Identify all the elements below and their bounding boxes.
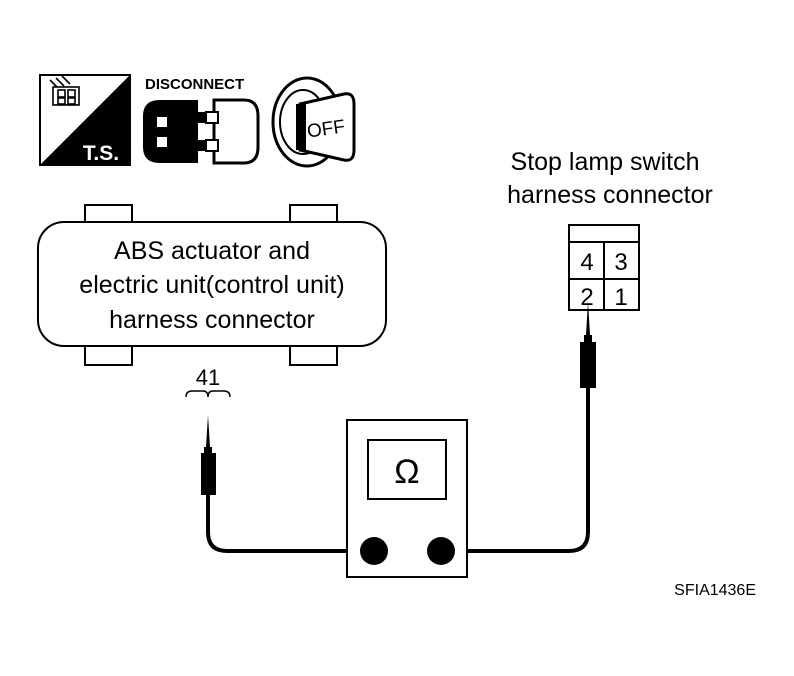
- abs-connector-label-line2: electric unit(control unit): [79, 271, 344, 299]
- left-test-probe: [201, 415, 372, 553]
- stop-lamp-label-line2: harness connector: [507, 181, 713, 209]
- abs-connector-label-line1: ABS actuator and: [114, 237, 310, 265]
- stop-lamp-connector: Stop lamp switch harness connector 4 3 2…: [507, 148, 713, 311]
- meter-terminal-left: [360, 537, 388, 565]
- pin-3: 3: [614, 249, 627, 276]
- connector-disconnect-icon: DISCONNECT: [143, 76, 260, 165]
- abs-connector-label-line3: harness connector: [109, 306, 315, 334]
- ohm-symbol: Ω: [394, 453, 419, 491]
- figure-code: SFIA1436E: [674, 582, 756, 599]
- trouble-diagnosis-icon: T.S.: [39, 74, 131, 166]
- terminal-41-label: 41: [196, 365, 220, 390]
- ohmmeter-icon: Ω: [346, 419, 468, 578]
- off-label: OFF: [306, 116, 347, 142]
- ignition-key-off-icon: OFF: [271, 76, 356, 168]
- pin-4: 4: [580, 249, 593, 276]
- right-test-probe: [441, 301, 596, 553]
- pin-2: 2: [580, 284, 593, 311]
- stop-lamp-label-line1: Stop lamp switch: [511, 148, 700, 176]
- disconnect-label: DISCONNECT: [145, 76, 244, 93]
- pin-1: 1: [614, 284, 627, 311]
- terminal-41-callout: 41: [185, 365, 231, 398]
- connector-small-icon: [49, 75, 80, 106]
- ts-label: T.S.: [83, 142, 119, 165]
- meter-terminal-right: [427, 537, 455, 565]
- abs-connector: ABS actuator and electric unit(control u…: [37, 204, 387, 366]
